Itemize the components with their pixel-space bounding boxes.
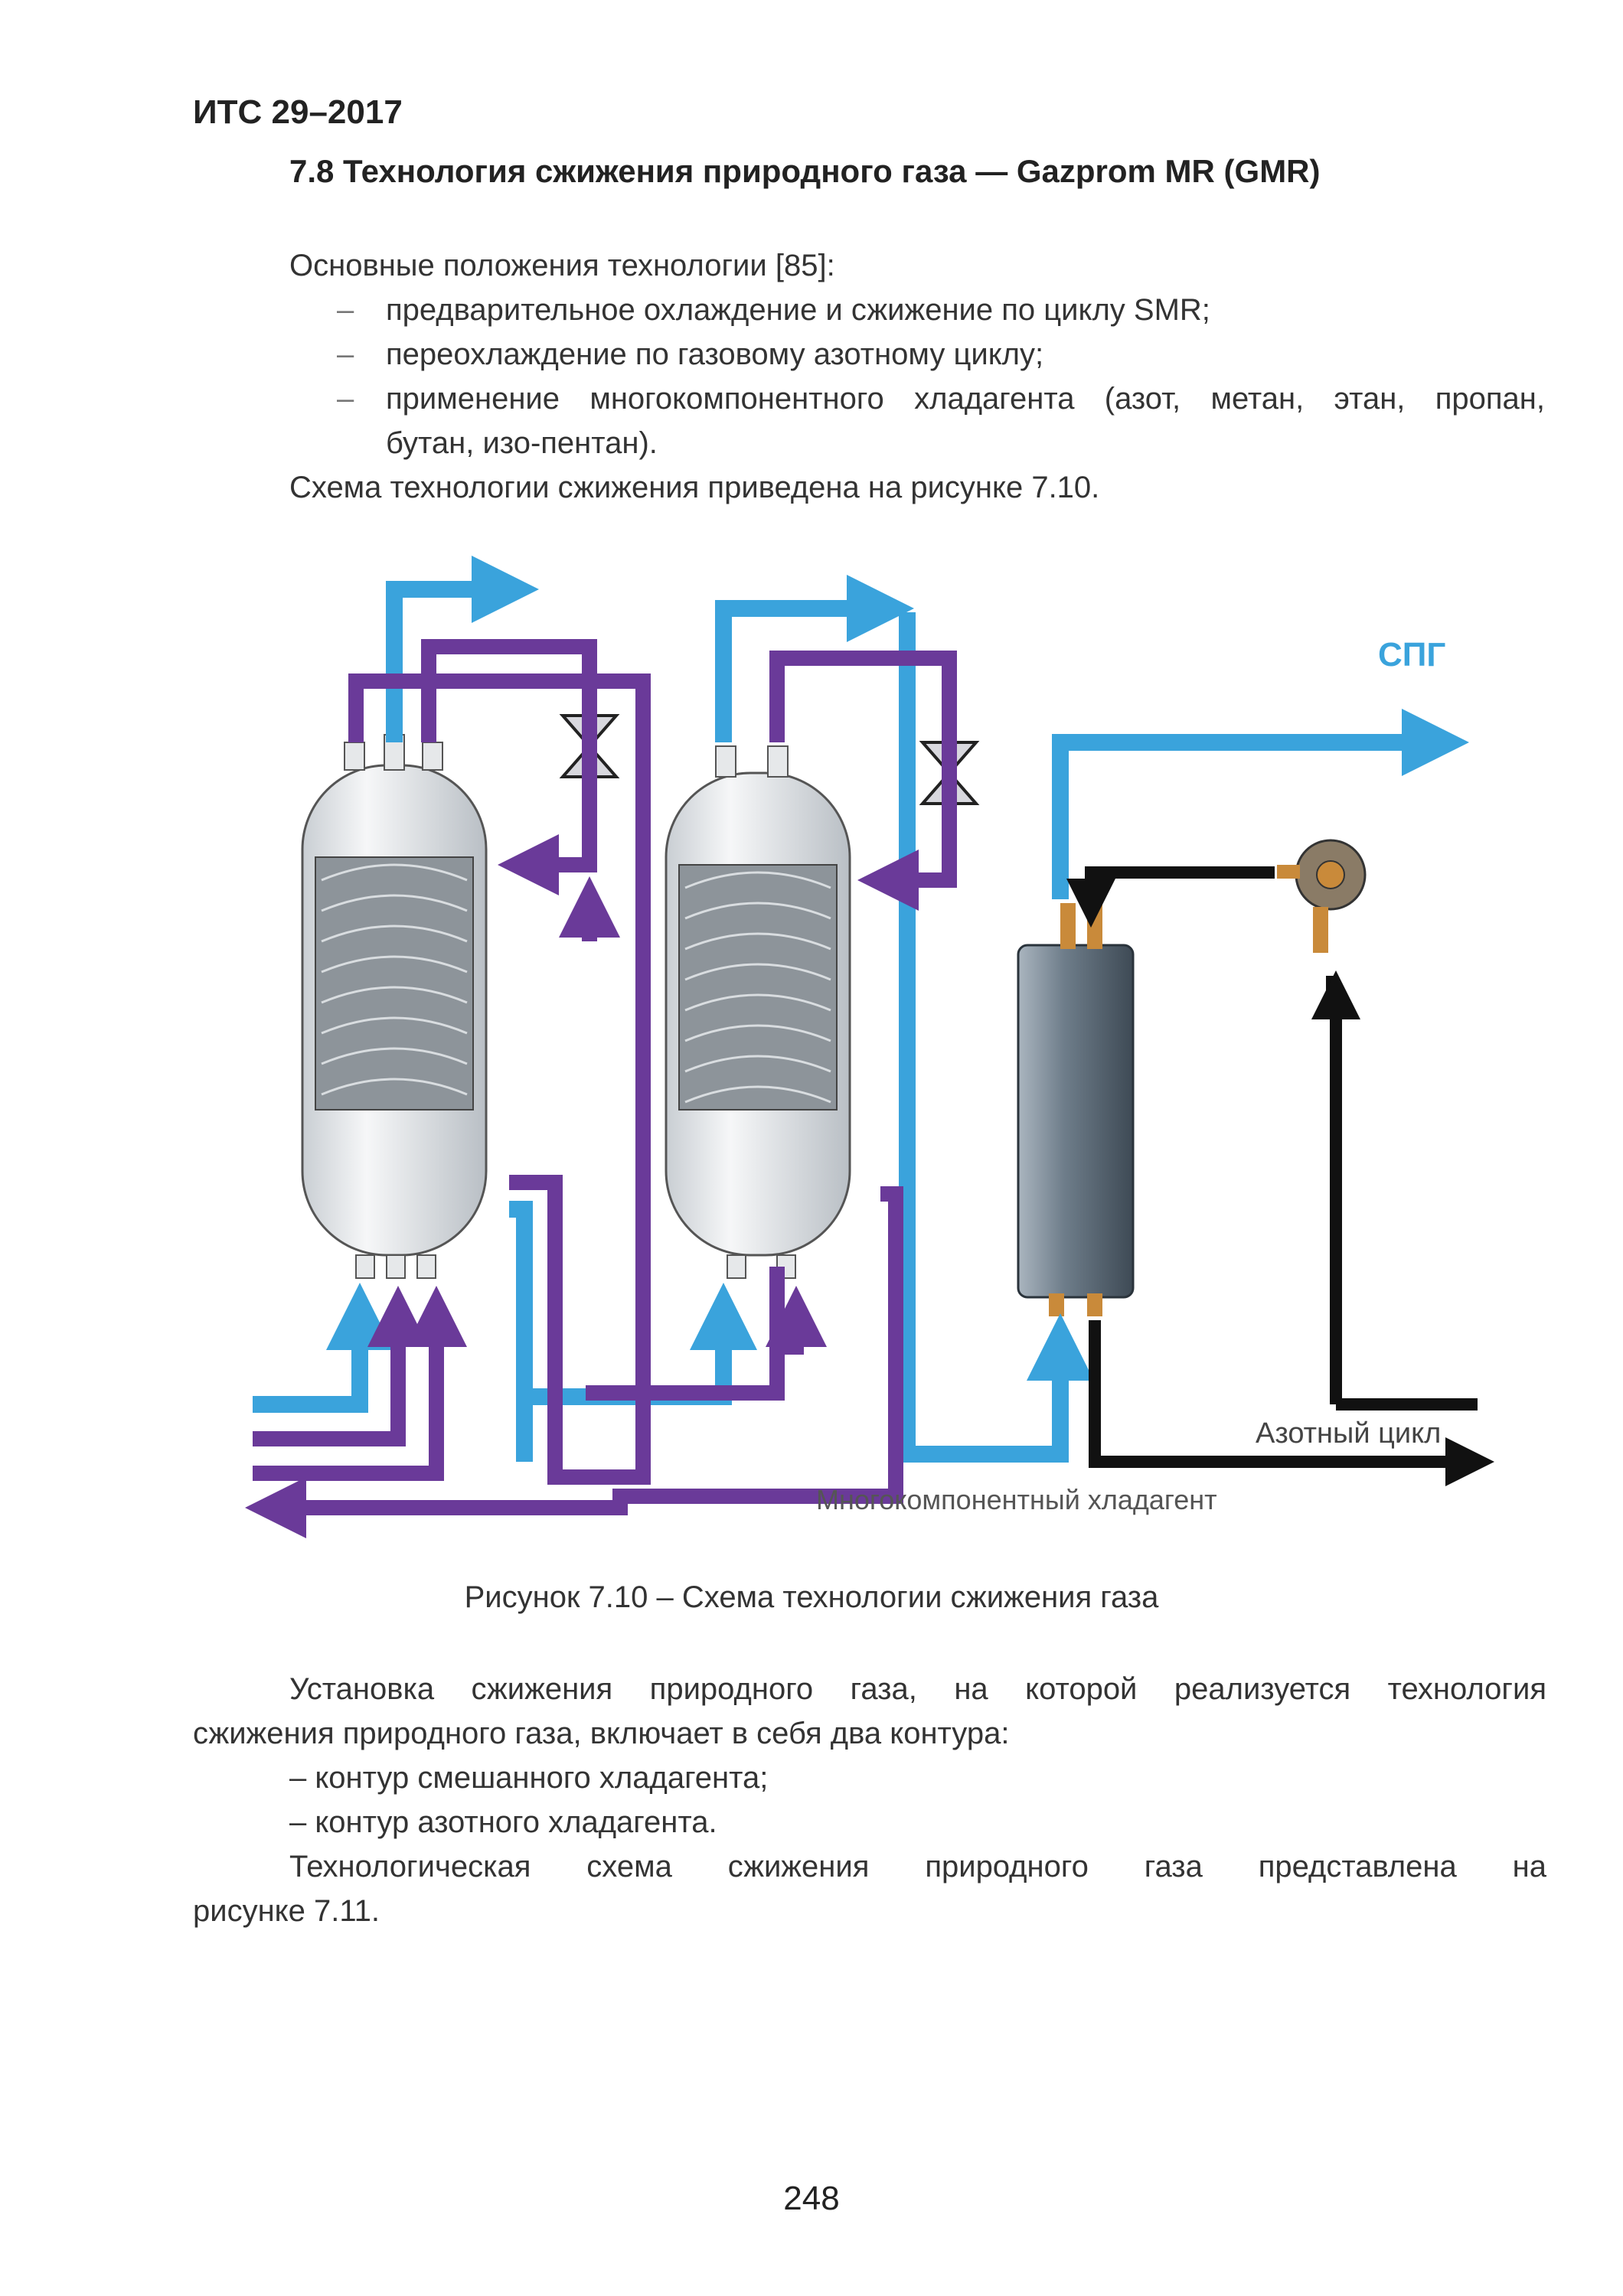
bullet-text: предварительное охлаждение и сжижение по… xyxy=(386,293,1210,327)
figure-caption: Рисунок 7.10 – Схема технологии сжижения… xyxy=(464,1580,1159,1614)
label-nitrogen-cycle: Азотный цикл xyxy=(1256,1417,1441,1450)
intro-block: Основные положения технологии [85]: – пр… xyxy=(289,243,1545,510)
plate-heat-exchanger xyxy=(1017,903,1135,1316)
label-mixed-refrigerant: Многокомпонентный хладагент xyxy=(816,1484,1217,1515)
bullet-dash: – xyxy=(337,338,354,371)
mixed-refrigerant-stream xyxy=(245,639,957,1538)
section-title: 7.8 Технология сжижения природного газа … xyxy=(289,153,1321,189)
bullet-item: – предварительное охлаждение и сжижение … xyxy=(289,288,1545,332)
nitrogen-cycle-stream xyxy=(1066,866,1494,1486)
list-item: – контур смешанного хладагента; xyxy=(289,1761,769,1795)
bullet-dash: – xyxy=(337,293,354,327)
label-lng: СПГ xyxy=(1378,636,1445,673)
paragraph-line: Технологическая схема сжижения природног… xyxy=(289,1850,1546,1883)
expander-turbine xyxy=(1277,839,1367,953)
paragraph-line: сжижения природного газа, включает в себ… xyxy=(193,1717,1010,1750)
body-block: Установка сжижения природного газа, на к… xyxy=(193,1667,1546,1933)
bullet-text: применение многокомпонентного хладагента… xyxy=(386,382,1545,416)
page-number: 248 xyxy=(783,2180,840,2217)
figure-reference: Схема технологии сжижения приведена на р… xyxy=(289,471,1100,504)
list-item: – контур азотного хладагента. xyxy=(289,1805,717,1839)
bullet-text: переохлаждение по газовому азотному цикл… xyxy=(386,338,1044,371)
paragraph-line: рисунке 7.11. xyxy=(193,1894,380,1928)
natural-gas-stream xyxy=(253,556,1469,1463)
bullet-dash: – xyxy=(337,382,354,416)
heat-exchanger-vessel-1 xyxy=(301,734,488,1279)
document-code: ИТС 29–2017 xyxy=(193,93,403,131)
bullet-continuation: бутан, изо-пентан). xyxy=(386,426,658,460)
bullet-item: – переохлаждение по газовому азотному ци… xyxy=(289,332,1545,377)
bullet-item: – применение многокомпонентного хладаген… xyxy=(289,377,1545,421)
intro-lead: Основные положения технологии [85]: xyxy=(289,249,835,282)
paragraph-line: Установка сжижения природного газа, на к… xyxy=(289,1672,1546,1706)
heat-exchanger-vessel-2 xyxy=(665,745,851,1279)
